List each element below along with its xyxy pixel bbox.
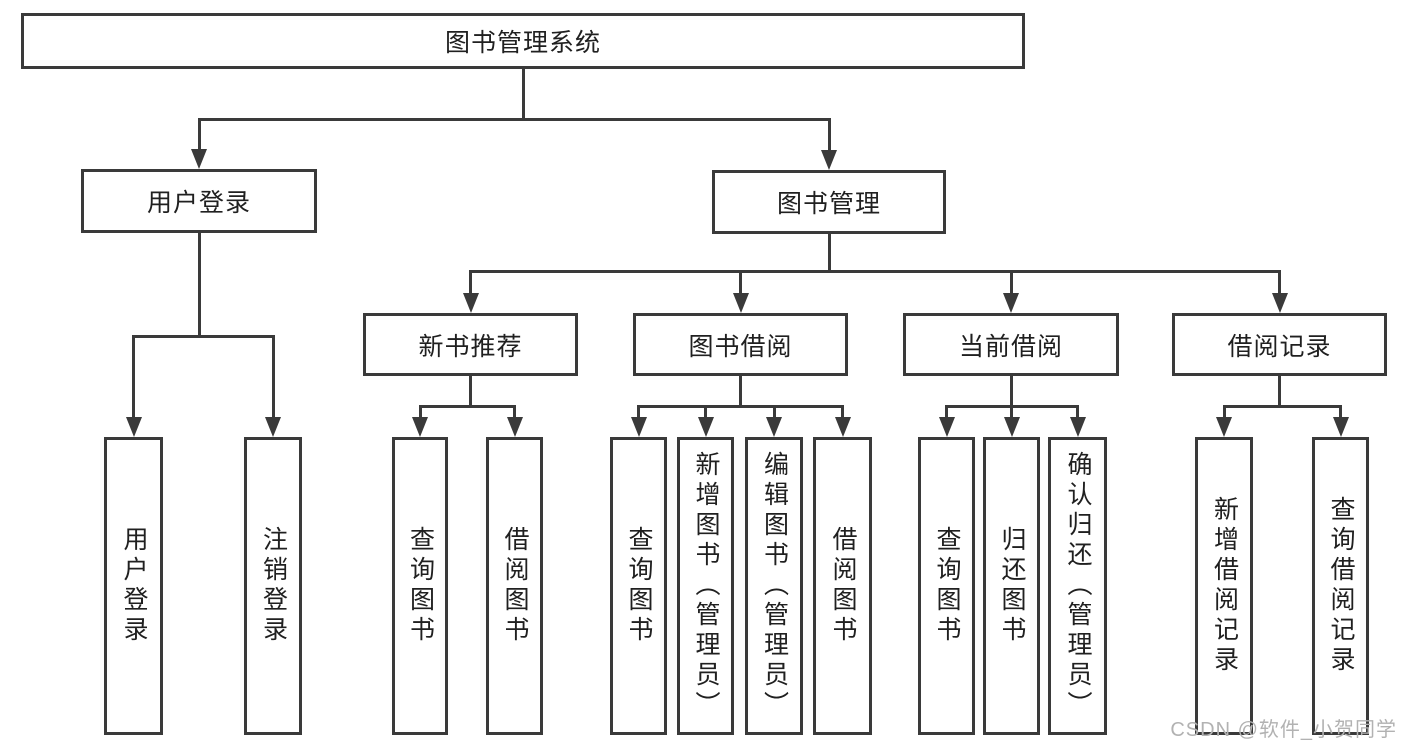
node-label: 图书管理 <box>776 190 881 218</box>
node-label: 注销登录 <box>259 526 288 646</box>
node-label: 归还图书 <box>998 526 1026 646</box>
node-leaf-cb-confirm: 确认归还（管理员） <box>1048 437 1107 735</box>
node-leaf-bb-borrow: 借阅图书 <box>813 437 872 735</box>
node-label: 用户登录 <box>120 526 148 646</box>
connector-line <box>132 335 135 419</box>
connector-line <box>1222 405 1342 408</box>
connector-line <box>1222 405 1226 419</box>
connector-line <box>418 405 516 408</box>
arrowhead-icon <box>1069 417 1086 437</box>
connector-line <box>132 335 275 338</box>
node-label: 新增图书（管理员） <box>692 451 720 721</box>
node-book-mgmt: 图书管理 <box>712 170 946 234</box>
node-current-borrow: 当前借阅 <box>903 313 1119 376</box>
arrowhead-icon <box>1003 293 1019 313</box>
connector-line <box>513 405 516 419</box>
node-label: 借阅记录 <box>1227 332 1332 361</box>
arrowhead-icon <box>1332 417 1349 437</box>
arrowhead-icon <box>1271 293 1288 313</box>
connector-line <box>469 270 472 295</box>
node-leaf-user-login: 用户登录 <box>104 437 163 735</box>
connector-line <box>197 232 201 338</box>
connector-line <box>739 270 742 295</box>
node-label: 新增借阅记录 <box>1210 496 1239 676</box>
connector-line <box>739 375 742 408</box>
node-label: 查询图书 <box>625 526 653 646</box>
arrowhead-icon <box>412 417 428 437</box>
arrowhead-icon <box>1216 417 1232 437</box>
arrowhead-icon <box>1003 417 1020 437</box>
connector-line <box>521 68 525 121</box>
node-label: 用户登录 <box>146 189 251 217</box>
connector-line <box>197 118 831 121</box>
arrowhead-icon <box>697 417 714 437</box>
arrowhead-icon <box>732 293 749 313</box>
node-label: 当前借阅 <box>958 332 1063 361</box>
node-leaf-br-query: 查询借阅记录 <box>1312 437 1369 735</box>
node-leaf-cb-query: 查询图书 <box>918 437 975 735</box>
connector-line <box>1010 405 1013 419</box>
arrowhead-icon <box>506 417 523 437</box>
connector-line <box>945 405 948 419</box>
node-book-borrow: 图书借阅 <box>633 313 848 376</box>
node-leaf-bb-query: 查询图书 <box>610 437 667 735</box>
arrowhead-icon <box>834 417 851 437</box>
connector-line <box>1278 375 1281 408</box>
arrowhead-icon <box>191 149 207 169</box>
node-label: 借阅图书 <box>501 526 529 646</box>
node-leaf-nb-query: 查询图书 <box>392 437 448 735</box>
node-label: 借阅图书 <box>829 526 857 646</box>
node-label: 查询图书 <box>406 526 435 646</box>
arrowhead-icon <box>766 417 782 437</box>
connector-line <box>637 405 844 408</box>
node-leaf-br-add: 新增借阅记录 <box>1195 437 1253 735</box>
connector-line <box>1278 270 1281 295</box>
connector-line <box>772 405 776 419</box>
connector-line <box>418 405 422 419</box>
watermark: CSDN @软件_小贺同学 <box>1170 719 1397 741</box>
node-label: 确认归还（管理员） <box>1064 451 1092 721</box>
connector-line <box>469 270 1281 273</box>
arrowhead-icon <box>462 293 479 313</box>
node-new-book: 新书推荐 <box>363 313 578 376</box>
connector-line <box>1009 270 1013 295</box>
node-user-login: 用户登录 <box>81 169 317 233</box>
arrowhead-icon <box>630 417 647 437</box>
node-label: 查询图书 <box>933 526 961 646</box>
connector-line <box>841 405 844 419</box>
node-label: 新书推荐 <box>418 332 523 361</box>
connector-line <box>197 118 201 151</box>
node-leaf-bb-add: 新增图书（管理员） <box>677 437 734 735</box>
node-borrow-records: 借阅记录 <box>1172 313 1387 376</box>
connector-line <box>827 233 831 273</box>
node-leaf-cb-return: 归还图书 <box>983 437 1040 735</box>
arrowhead-icon <box>265 417 281 437</box>
node-root: 图书管理系统 <box>21 13 1025 69</box>
arrowhead-icon <box>821 150 837 170</box>
arrowhead-icon <box>125 417 142 437</box>
node-leaf-logout: 注销登录 <box>244 437 302 735</box>
connector-line <box>271 335 275 419</box>
connector-line <box>1009 375 1013 408</box>
arrowhead-icon <box>938 417 955 437</box>
connector-line <box>1076 405 1079 419</box>
node-label: 图书管理系统 <box>444 29 601 57</box>
node-leaf-nb-borrow: 借阅图书 <box>486 437 543 735</box>
node-leaf-bb-edit: 编辑图书（管理员） <box>745 437 803 735</box>
connector-line <box>637 405 640 419</box>
connector-line <box>469 375 472 408</box>
connector-line <box>704 405 707 419</box>
node-label: 编辑图书（管理员） <box>760 451 789 721</box>
connector-line <box>1339 405 1342 419</box>
node-label: 查询借阅记录 <box>1327 496 1355 676</box>
node-label: 图书借阅 <box>688 332 793 361</box>
connector-line <box>827 118 831 152</box>
